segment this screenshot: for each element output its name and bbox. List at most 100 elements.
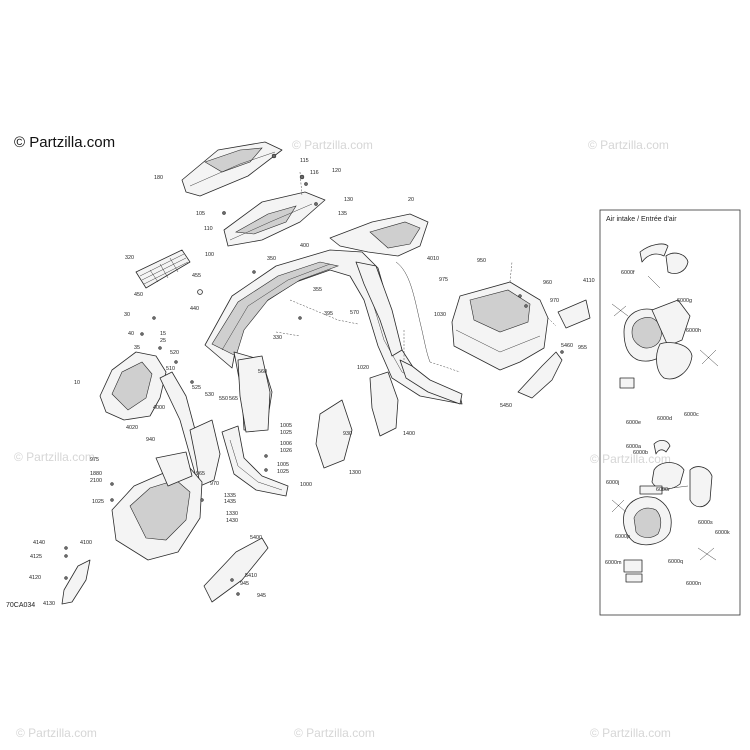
callout-label: 180 (154, 175, 163, 181)
part-floor-tray-950 (451, 261, 557, 371)
callout-label: 565 (229, 396, 238, 402)
callout-label: 1006 (280, 441, 292, 447)
callout-label: 525 (192, 385, 201, 391)
callout-label: 10 (74, 380, 80, 386)
callout-label: 35 (134, 345, 140, 351)
callout-label: 6000f (621, 270, 635, 276)
callout-label: 950 (477, 258, 486, 264)
callout-label: 6000m (605, 560, 622, 566)
callout-label: 510 (166, 366, 175, 372)
callout-label: 6000n (686, 581, 701, 587)
callout-label: 1025 (277, 469, 289, 475)
callout-label: 1005 (280, 423, 292, 429)
callout-label: 930 (343, 431, 352, 437)
callout-label: 6000a (626, 444, 641, 450)
callout-label: 570 (350, 310, 359, 316)
callout-label: 1335 (224, 493, 236, 499)
callout-label: 30 (124, 312, 130, 318)
callout-label: 6000s (698, 520, 713, 526)
callout-label: 135 (338, 211, 347, 217)
callout-label: 440 (190, 306, 199, 312)
part-cable-4010 (395, 261, 431, 363)
callout-label: 945 (240, 581, 249, 587)
diagram-code: 70CA034 (6, 602, 36, 609)
callout-label: 1025 (280, 430, 292, 436)
callout-label: 1025 (92, 499, 104, 505)
callout-label: 6000g (677, 298, 692, 304)
callout-label: 965 (196, 471, 205, 477)
callout-label: 4000 (153, 405, 165, 411)
callout-label: 1400 (403, 431, 415, 437)
callout-label: 395 (324, 311, 333, 317)
callout-label: 975 (90, 457, 99, 463)
callout-label: 1435 (224, 499, 236, 505)
callout-label: 550 (219, 396, 228, 402)
part-floor-channel-1000 (221, 425, 289, 497)
callout-label: 25 (160, 338, 166, 344)
callout-label: 2100 (90, 478, 102, 484)
callout-label: 105 (196, 211, 205, 217)
callout-label: 5400 (250, 535, 262, 541)
watermark: © Partzilla.com (14, 450, 95, 464)
callout-label: 955 (578, 345, 587, 351)
callout-label: 1026 (280, 448, 292, 454)
callout-label: 945 (257, 593, 266, 599)
callout-label: 6000d (657, 416, 672, 422)
callout-label: 520 (170, 350, 179, 356)
watermark: © Partzilla.com (292, 138, 373, 152)
callout-label: 115 (300, 158, 309, 164)
part-bracket-4100 (61, 559, 91, 605)
callout-label: 1330 (226, 511, 238, 517)
inset-air-intake-lower (611, 440, 717, 583)
callout-label: 5460 (561, 343, 573, 349)
callout-label: 110 (204, 226, 213, 232)
part-side-panel-570 (355, 261, 403, 357)
callout-label: 5410 (245, 573, 257, 579)
inset-title: Air intake / Entrée d'air (606, 216, 677, 223)
callout-label: 130 (344, 197, 353, 203)
part-bottom-tray-1025 (111, 451, 203, 561)
callout-label: 400 (300, 243, 309, 249)
fasteners (64, 211, 564, 596)
part-pillar-560 (237, 355, 271, 433)
watermark: © Partzilla.com (590, 726, 671, 740)
callout-label: 320 (125, 255, 134, 261)
callout-label: 4010 (427, 256, 439, 262)
part-bracket-4110 (557, 299, 591, 329)
inset-frame (599, 209, 741, 616)
part-lower-fender-940 (189, 419, 221, 487)
part-grille-320 (135, 249, 191, 289)
callout-label: 116 (310, 170, 319, 176)
part-panel-1300 (315, 399, 353, 469)
callout-label: 6000j (606, 480, 620, 486)
part-side-panel-20 (329, 213, 429, 257)
callout-label: 6000r (656, 487, 670, 493)
callout-label: 455 (192, 273, 201, 279)
callout-label: 120 (332, 168, 341, 174)
callout-label: 4130 (43, 601, 55, 607)
callout-label: 4020 (126, 425, 138, 431)
callout-label: 6000p (615, 534, 630, 540)
callout-label: 1300 (349, 470, 361, 476)
part-guard-5450 (517, 351, 563, 399)
callout-label: 4125 (30, 554, 42, 560)
part-bracket-105 (223, 171, 326, 247)
part-lower-member-1020 (399, 330, 463, 405)
watermark: © Partzilla.com (294, 726, 375, 740)
callout-label: 1030 (434, 312, 446, 318)
watermark: © Partzilla.com (588, 138, 669, 152)
callout-label: 1000 (300, 482, 312, 488)
callout-label: 530 (205, 392, 214, 398)
callout-label: 355 (313, 287, 322, 293)
callout-label: 4110 (583, 278, 595, 284)
callout-label: 450 (134, 292, 143, 298)
callout-label: 6000h (686, 328, 701, 334)
callout-label: 1005 (277, 462, 289, 468)
callout-label: 960 (543, 280, 552, 286)
watermark: © Partzilla.com (590, 452, 671, 466)
callout-label: 1880 (90, 471, 102, 477)
callout-label: 4100 (80, 540, 92, 546)
callout-label: 15 (160, 331, 166, 337)
